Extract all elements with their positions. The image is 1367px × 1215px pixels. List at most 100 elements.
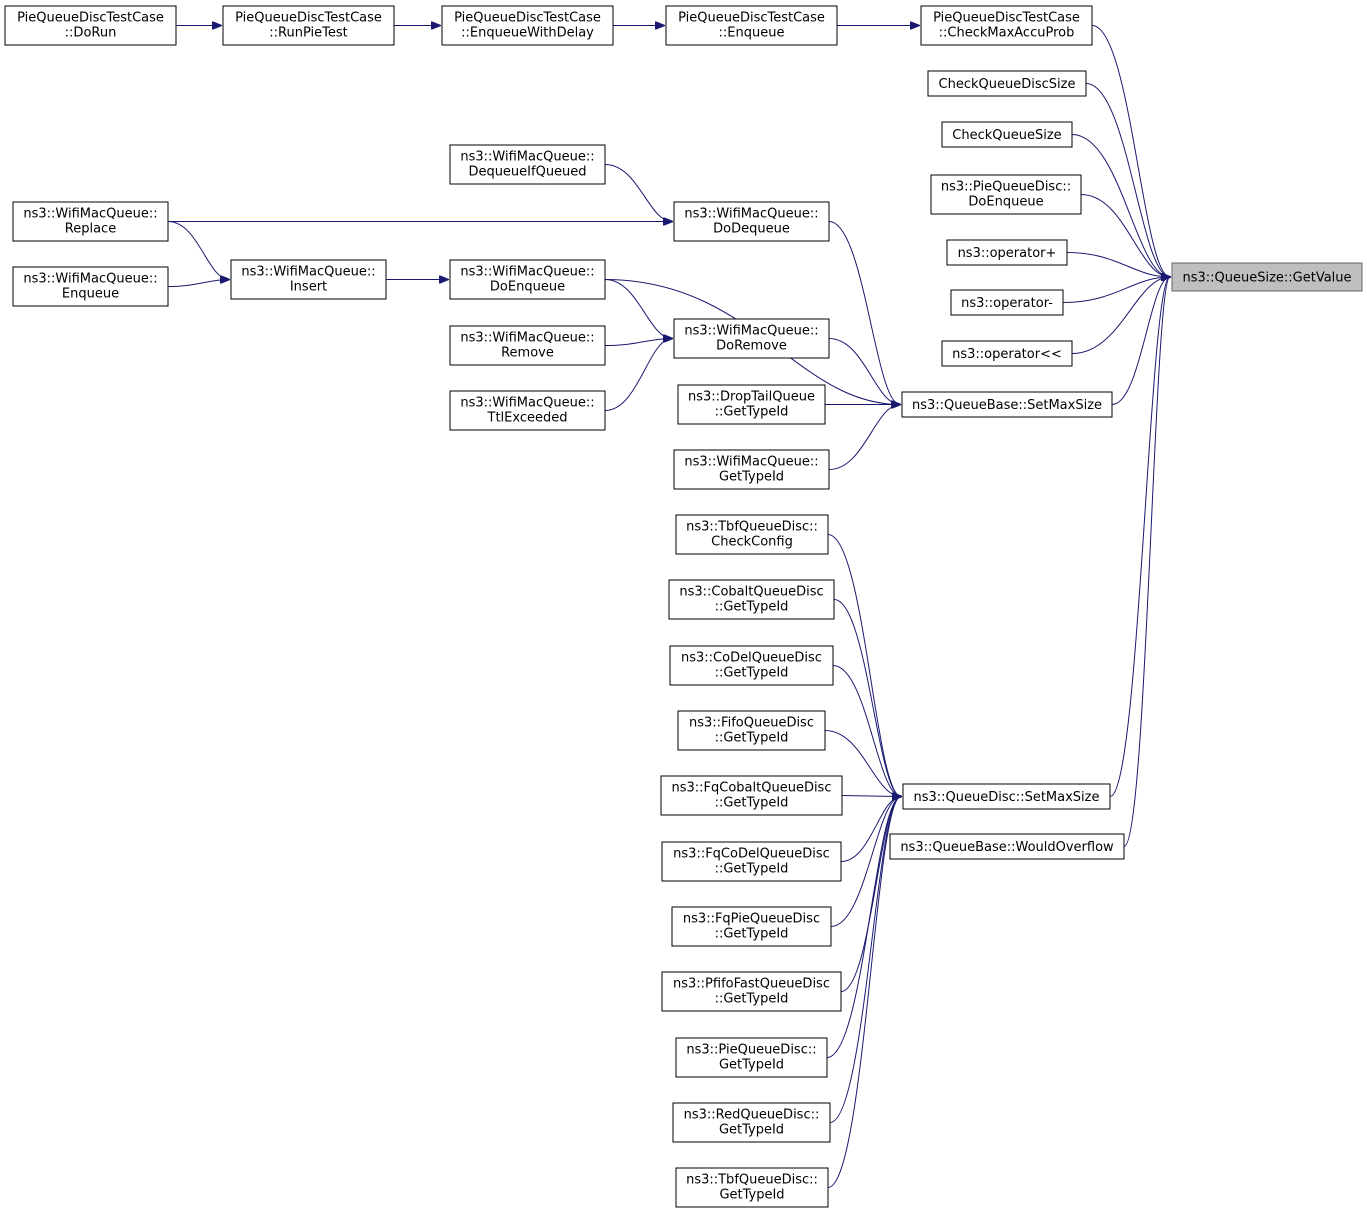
node-box xyxy=(677,710,826,751)
node-label: ns3::FqPieQueueDisc xyxy=(683,912,820,927)
node-wouldOverflow[interactable]: ns3::QueueBase::WouldOverflow xyxy=(889,833,1125,860)
node-codelGetTypeId[interactable]: ns3::CoDelQueueDisc::GetTypeId xyxy=(669,645,834,686)
node-box xyxy=(449,390,606,431)
node-box xyxy=(920,5,1093,46)
node-label: CheckConfig xyxy=(711,535,793,550)
node-checkQueueSize[interactable]: CheckQueueSize xyxy=(941,121,1073,148)
node-box xyxy=(12,201,169,242)
node-tbfGetTypeId[interactable]: ns3::TbfQueueDisc::GetTypeId xyxy=(675,1167,829,1208)
node-wmqDoRemove[interactable]: ns3::WifiMacQueue::DoRemove xyxy=(673,318,830,359)
node-label: ns3::WifiMacQueue:: xyxy=(684,324,818,339)
node-wmqInsert[interactable]: ns3::WifiMacQueue::Insert xyxy=(230,259,387,300)
node-box xyxy=(941,121,1073,148)
edge-wmqTtlExceeded-to-wmqDoRemove xyxy=(604,339,672,411)
node-enqueueWithDelay[interactable]: PieQueueDiscTestCase::EnqueueWithDelay xyxy=(441,5,614,46)
node-label: ::RunPieTest xyxy=(269,26,347,41)
node-label: ns3::QueueSize::GetValue xyxy=(1182,271,1351,286)
node-label: GetTypeId xyxy=(719,1123,784,1138)
edge-wmqDequeueIfQueued-to-wmqDoDequeue xyxy=(604,164,672,222)
node-pqdEnqueue[interactable]: PieQueueDiscTestCase::Enqueue xyxy=(665,5,838,46)
node-label: ns3::FqCobaltQueueDisc xyxy=(672,781,832,796)
node-wmqDequeueIfQueued[interactable]: ns3::WifiMacQueue::DequeueIfQueued xyxy=(449,144,606,185)
node-label: ns3::FifoQueueDisc xyxy=(689,716,814,731)
node-label: DequeueIfQueued xyxy=(468,165,586,180)
node-box xyxy=(889,833,1125,860)
node-label: ns3::TbfQueueDisc:: xyxy=(686,1173,818,1188)
node-wmqEnqueue[interactable]: ns3::WifiMacQueue::Enqueue xyxy=(12,266,169,307)
node-box xyxy=(672,1102,831,1143)
node-dtqGetTypeId[interactable]: ns3::DropTailQueue::GetTypeId xyxy=(677,384,826,425)
edge-fqCobaltGetTypeId-to-qdSetMaxSize xyxy=(841,796,901,797)
node-label: Replace xyxy=(65,222,116,237)
node-label: ns3::WifiMacQueue:: xyxy=(23,207,157,222)
node-label: ::DoRun xyxy=(65,26,117,41)
edge-checkQueueSize-to-getvalue xyxy=(1071,134,1170,278)
node-label: CheckQueueDiscSize xyxy=(939,77,1076,92)
node-label: ::GetTypeId xyxy=(715,666,789,681)
node-checkMaxAccuProb[interactable]: PieQueueDiscTestCase::CheckMaxAccuProb xyxy=(920,5,1093,46)
node-box xyxy=(941,340,1073,367)
node-opPlus[interactable]: ns3::operator+ xyxy=(946,239,1068,266)
node-wmqDoDequeue[interactable]: ns3::WifiMacQueue::DoDequeue xyxy=(673,201,830,242)
edge-wmqRemove-to-wmqDoRemove xyxy=(604,339,672,346)
edge-opPlus-to-getvalue xyxy=(1066,252,1170,278)
node-label: ::GetTypeId xyxy=(715,862,789,877)
edges xyxy=(167,25,1170,1188)
node-box xyxy=(222,5,395,46)
node-box xyxy=(669,645,834,686)
node-tbfCheckConfig[interactable]: ns3::TbfQueueDisc::CheckConfig xyxy=(675,514,829,555)
node-runPieTest[interactable]: PieQueueDiscTestCase::RunPieTest xyxy=(222,5,395,46)
node-fqPieGetTypeId[interactable]: ns3::FqPieQueueDisc::GetTypeId xyxy=(671,906,832,947)
node-opMinus[interactable]: ns3::operator- xyxy=(950,289,1064,316)
node-fqCodelGetTypeId[interactable]: ns3::FqCoDelQueueDisc::GetTypeId xyxy=(661,841,842,882)
edge-tbfGetTypeId-to-qdSetMaxSize xyxy=(827,797,901,1188)
node-label: ns3::WifiMacQueue:: xyxy=(460,331,594,346)
node-label: DoEnqueue xyxy=(490,280,565,295)
edge-checkMaxAccuProb-to-getvalue xyxy=(1091,25,1170,278)
node-qbSetMaxSize[interactable]: ns3::QueueBase::SetMaxSize xyxy=(901,391,1113,418)
edge-pieDoEnqueue-to-getvalue xyxy=(1080,194,1170,278)
node-pieGetTypeId[interactable]: ns3::PieQueueDisc::GetTypeId xyxy=(675,1037,828,1078)
node-checkQueueDiscSize[interactable]: CheckQueueDiscSize xyxy=(927,70,1087,97)
node-box xyxy=(673,449,830,490)
node-wmqReplace[interactable]: ns3::WifiMacQueue::Replace xyxy=(12,201,169,242)
node-fqCobaltGetTypeId[interactable]: ns3::FqCobaltQueueDisc::GetTypeId xyxy=(660,775,843,816)
node-getvalue: ns3::QueueSize::GetValue xyxy=(1171,262,1363,292)
edge-tbfCheckConfig-to-qdSetMaxSize xyxy=(827,534,901,797)
node-label: ::CheckMaxAccuProb xyxy=(939,26,1075,41)
node-box xyxy=(673,201,830,242)
node-fifoGetTypeId[interactable]: ns3::FifoQueueDisc::GetTypeId xyxy=(677,710,826,751)
node-label: ns3::operator- xyxy=(961,296,1053,311)
node-label: ns3::operator<< xyxy=(952,347,1062,362)
edge-wmqDoRemove-to-qbSetMaxSize xyxy=(828,338,900,405)
node-label: Enqueue xyxy=(62,287,119,302)
node-box xyxy=(230,259,387,300)
node-qdSetMaxSize[interactable]: ns3::QueueDisc::SetMaxSize xyxy=(902,783,1111,810)
edge-wmqDoEnqueue-to-wmqDoRemove xyxy=(604,279,672,339)
node-box xyxy=(441,5,614,46)
node-label: ns3::WifiMacQueue:: xyxy=(684,207,818,222)
node-box xyxy=(4,5,177,46)
edge-wmqGetTypeId-to-qbSetMaxSize xyxy=(828,405,900,470)
node-wmqTtlExceeded[interactable]: ns3::WifiMacQueue::TtlExceeded xyxy=(449,390,606,431)
node-label: ns3::TbfQueueDisc:: xyxy=(686,520,818,535)
node-pieDoEnqueue[interactable]: ns3::PieQueueDisc::DoEnqueue xyxy=(930,174,1082,215)
node-box xyxy=(12,266,169,307)
node-label: ::GetTypeId xyxy=(715,731,789,746)
node-label: GetTypeId xyxy=(719,1058,784,1073)
node-box xyxy=(661,841,842,882)
node-opShift[interactable]: ns3::operator<< xyxy=(941,340,1073,367)
node-wmqGetTypeId[interactable]: ns3::WifiMacQueue::GetTypeId xyxy=(673,449,830,490)
node-pfifoGetTypeId[interactable]: ns3::PfifoFastQueueDisc::GetTypeId xyxy=(661,971,842,1012)
node-box xyxy=(675,1037,828,1078)
node-wmqRemove[interactable]: ns3::WifiMacQueue::Remove xyxy=(449,325,606,366)
node-cobaltGetTypeId[interactable]: ns3::CobaltQueueDisc::GetTypeId xyxy=(668,579,835,620)
node-redGetTypeId[interactable]: ns3::RedQueueDisc::GetTypeId xyxy=(672,1102,831,1143)
node-label: ::Enqueue xyxy=(719,26,785,41)
node-box xyxy=(671,906,832,947)
edge-checkQueueDiscSize-to-getvalue xyxy=(1085,83,1170,278)
node-wmqDoEnqueue[interactable]: ns3::WifiMacQueue::DoEnqueue xyxy=(449,259,606,300)
node-doRun[interactable]: PieQueueDiscTestCase::DoRun xyxy=(4,5,177,46)
node-label: ::EnqueueWithDelay xyxy=(461,26,594,41)
edge-qdSetMaxSize-to-getvalue xyxy=(1109,277,1170,797)
